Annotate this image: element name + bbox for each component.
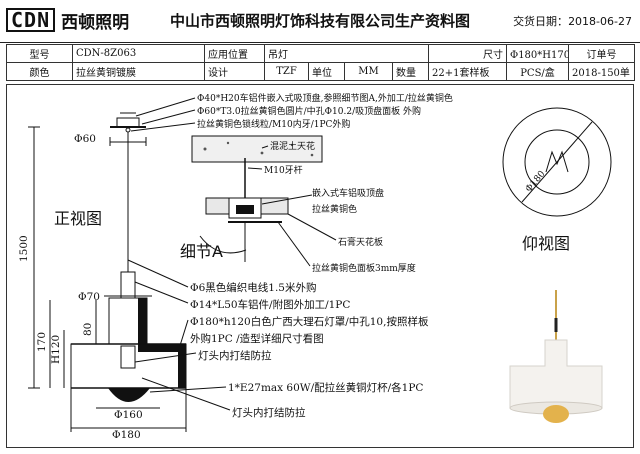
spec-row-1: 型号 CDN-8Z063 应用位置 吊灯 尺寸 Φ180*H170*总高1500… xyxy=(6,44,635,63)
dim-170: 170 xyxy=(36,331,48,352)
detail-concrete: 混泥土天花 xyxy=(270,142,316,152)
leader-plate xyxy=(277,221,311,267)
concrete-dot xyxy=(203,147,207,151)
note-knot-1: 灯头内打结防拉 xyxy=(198,350,272,362)
bottom-view-outer-circle xyxy=(502,107,612,217)
detail-a-title: 细节A xyxy=(180,242,223,261)
leader-rod xyxy=(247,167,263,170)
bottom-view-inner-circle xyxy=(524,129,590,195)
front-view-drawing xyxy=(28,97,231,432)
dim-line-top-d180 xyxy=(521,121,593,203)
color-value: 拉丝黄铜镀膜 xyxy=(72,62,205,81)
delivery-date-label: 交货日期： xyxy=(513,15,569,28)
leader-n8 xyxy=(134,352,197,363)
photo-marble-shade xyxy=(509,339,603,409)
note-knot-2: 灯头内打结防拉 xyxy=(232,407,306,419)
leader-n4 xyxy=(127,259,189,288)
logo-latin: CDN xyxy=(6,8,56,32)
header-bar: CDN 西顿照明 中山市西顿照明灯饰科技有限公司生产资料图 交货日期：2018-… xyxy=(0,0,640,43)
logo-chinese: 西顿照明 xyxy=(61,12,130,33)
concrete-dot xyxy=(260,151,264,155)
leader-n10 xyxy=(141,377,231,411)
dim-d160: Φ160 xyxy=(114,409,143,421)
canopy-body xyxy=(116,117,140,128)
bulb-filament xyxy=(545,150,569,173)
spec-table: 型号 CDN-8Z063 应用位置 吊灯 尺寸 Φ180*H170*总高1500… xyxy=(6,44,635,81)
dim-d70: Φ70 xyxy=(78,291,100,303)
leader-gypsum xyxy=(287,213,337,241)
concrete-dot xyxy=(310,153,314,157)
detail-plate: 拉丝黄铜色面板3mm厚度 xyxy=(312,264,416,274)
leader-n9 xyxy=(149,386,227,393)
front-view-title: 正视图 xyxy=(54,209,103,228)
detail-mount-color: 拉丝黄铜色 xyxy=(312,205,358,215)
detail-mount: 嵌入式车铝吸顶盘 xyxy=(312,189,385,199)
note-bulb: 1*E27max 60W/配拉丝黄铜灯杯/各1PC xyxy=(228,382,424,394)
detail-rod: M10牙杆 xyxy=(264,166,303,176)
note-canopy: Φ40*H20车铝件嵌入式吸顶盘,参照细节图A,外加工/拉丝黄铜色 xyxy=(197,94,453,104)
concrete-dot xyxy=(290,143,294,147)
unit-label: 单位 xyxy=(308,62,345,81)
note-outsourced: 外购1PC /造型详细尺寸看图 xyxy=(190,333,324,345)
mount-core xyxy=(236,205,254,214)
leader-n1 xyxy=(135,97,196,117)
dim-80: 80 xyxy=(82,322,94,336)
dim-h120: H120 xyxy=(50,334,62,364)
leader-n6 xyxy=(177,319,189,353)
dim-d180: Φ180 xyxy=(112,429,141,441)
batch-value: 2018-150单 xyxy=(568,62,635,81)
shade-section-black xyxy=(138,298,186,388)
delivery-date: 交货日期：2018-06-27 xyxy=(513,13,632,29)
photo-bulb xyxy=(543,405,569,423)
lamp-holder xyxy=(120,345,136,369)
cord-grip xyxy=(125,127,131,133)
note-cable: Φ6黑色编织电线1.5米外购 xyxy=(190,282,317,294)
leader-mount xyxy=(261,194,313,205)
company-title: 中山市西顿照明灯饰科技有限公司生产资料图 xyxy=(170,12,471,30)
note-marble-shade: Φ180*h120白色广西大理石灯罩/中孔10,按照样板 xyxy=(190,316,429,328)
detail-gypsum: 石膏天花板 xyxy=(338,238,384,248)
product-photo xyxy=(509,290,603,423)
spec-row-2: 颜色 拉丝黄铜镀膜 设计 TZF 单位 MM 数量 22+1套样板 PCS/盒 … xyxy=(6,62,635,81)
bottom-view-title: 仰视图 xyxy=(522,234,571,253)
concrete-ceiling xyxy=(191,135,323,163)
leader-n3 xyxy=(130,122,196,132)
leader-n5 xyxy=(134,281,189,304)
detail-callout-curve xyxy=(199,235,247,254)
leader-concrete xyxy=(261,145,269,149)
bulb-shape xyxy=(108,388,150,402)
bottom-view-drawing xyxy=(502,107,612,217)
drawing-frame xyxy=(6,84,634,448)
note-cord-grip: 拉丝黄铜色锁线粒/M10内牙/1PC外购 xyxy=(197,120,351,130)
leader-n2 xyxy=(141,109,196,125)
detail-a-drawing xyxy=(191,135,337,267)
company-logo: CDN 西顿照明 xyxy=(6,8,130,33)
dim-1500: 1500 xyxy=(18,235,30,262)
aluminium-stem xyxy=(120,271,136,299)
dim-d60: Φ60 xyxy=(74,133,96,145)
note-aluminium: Φ14*L50车铝件/附图外加工/1PC xyxy=(190,299,351,311)
note-face-plate: Φ60*T3.0拉丝黄铜色圆片/中孔Φ10.2/吸顶盘面板 外购 xyxy=(197,107,421,117)
design-label: 设计 xyxy=(204,62,265,81)
delivery-date-value: 2018-06-27 xyxy=(568,15,632,28)
concrete-dot xyxy=(226,141,230,145)
